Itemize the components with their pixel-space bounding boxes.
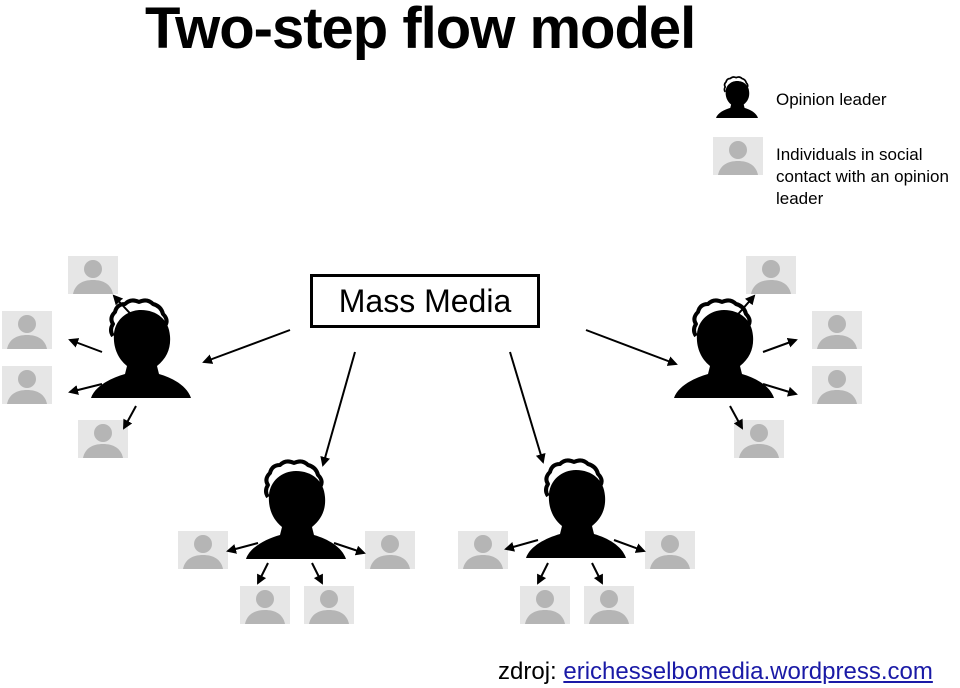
arrow: [333, 542, 366, 556]
mass-media-node: Mass Media: [310, 274, 540, 328]
individual-icon: [746, 256, 796, 294]
individual-icon: [2, 311, 52, 349]
arrow: [591, 562, 603, 585]
individual-icon: [304, 586, 354, 624]
arrow: [504, 539, 539, 552]
source-credit: zdroj: erichesselbomedia.wordpress.com: [498, 658, 933, 686]
arrow: [112, 294, 139, 323]
arrow: [311, 562, 323, 585]
arrow-media-to-leader-bottom-left: [320, 351, 356, 467]
arrow: [226, 542, 259, 554]
individual-icon: [458, 531, 508, 569]
individual-icon: [2, 366, 52, 404]
source-prefix: zdroj:: [498, 658, 557, 685]
arrow-media-to-leader-right: [585, 329, 678, 366]
arrow: [537, 562, 549, 585]
opinion-leader-icon: [244, 459, 348, 561]
source-link[interactable]: erichesselbomedia.wordpress.com: [563, 658, 933, 685]
legend-individuals-label: Individuals in social contact with an op…: [776, 145, 949, 208]
page-title: Two-step flow model: [145, 0, 696, 61]
mass-media-label: Mass Media: [338, 282, 512, 319]
individual-icon: [68, 256, 118, 294]
arrow: [762, 338, 798, 353]
individual-icon: [812, 311, 862, 349]
arrow: [257, 562, 269, 585]
opinion-leader-icon: [672, 298, 776, 400]
legend-leader-icon: [715, 76, 759, 119]
arrow: [68, 338, 103, 353]
individual-icon: [584, 586, 634, 624]
arrow: [68, 383, 103, 395]
individual-icon: [178, 531, 228, 569]
individual-icon: [812, 366, 862, 404]
individual-icon: [78, 420, 128, 458]
legend-individual-icon: [713, 137, 763, 175]
arrow: [732, 294, 756, 321]
arrow: [123, 405, 137, 430]
individual-icon: [520, 586, 570, 624]
individual-icon: [365, 531, 415, 569]
legend-opinion-leader-label: Opinion leader: [776, 90, 887, 109]
arrow-media-to-leader-bottom-right: [509, 351, 546, 464]
opinion-leader-icon: [89, 298, 193, 400]
arrow: [762, 383, 798, 397]
individual-icon: [240, 586, 290, 624]
opinion-leader-icon: [524, 458, 628, 560]
arrow: [729, 405, 743, 430]
arrow-media-to-leader-left: [202, 329, 291, 364]
individual-icon: [645, 531, 695, 569]
arrow: [613, 539, 646, 553]
